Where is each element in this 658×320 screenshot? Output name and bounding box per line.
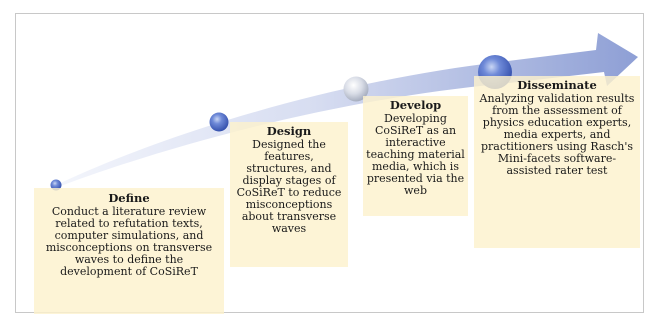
stage-description: Designed the features, structures, and d… xyxy=(236,138,342,235)
node-develop xyxy=(343,76,369,102)
stage-define: Define Conduct a literature review relat… xyxy=(34,188,224,314)
stage-description: Developing CoSiReT as an interactive tea… xyxy=(366,112,465,197)
stage-title: Develop xyxy=(389,98,442,112)
stage-title: Define xyxy=(108,191,150,205)
stage-disseminate: Disseminate Analyzing validation results… xyxy=(474,76,640,248)
node-design xyxy=(209,112,229,132)
stage-description: Analyzing validation results from the as… xyxy=(479,92,635,177)
stage-description: Conduct a literature review related to r… xyxy=(45,205,213,278)
stage-design: Design Designed the features, structures… xyxy=(230,122,348,267)
node-define xyxy=(50,179,62,191)
stage-title: Design xyxy=(266,124,312,138)
stage-develop: Develop Developing CoSiReT as an interac… xyxy=(363,96,468,216)
stage-title: Disseminate xyxy=(517,78,597,92)
